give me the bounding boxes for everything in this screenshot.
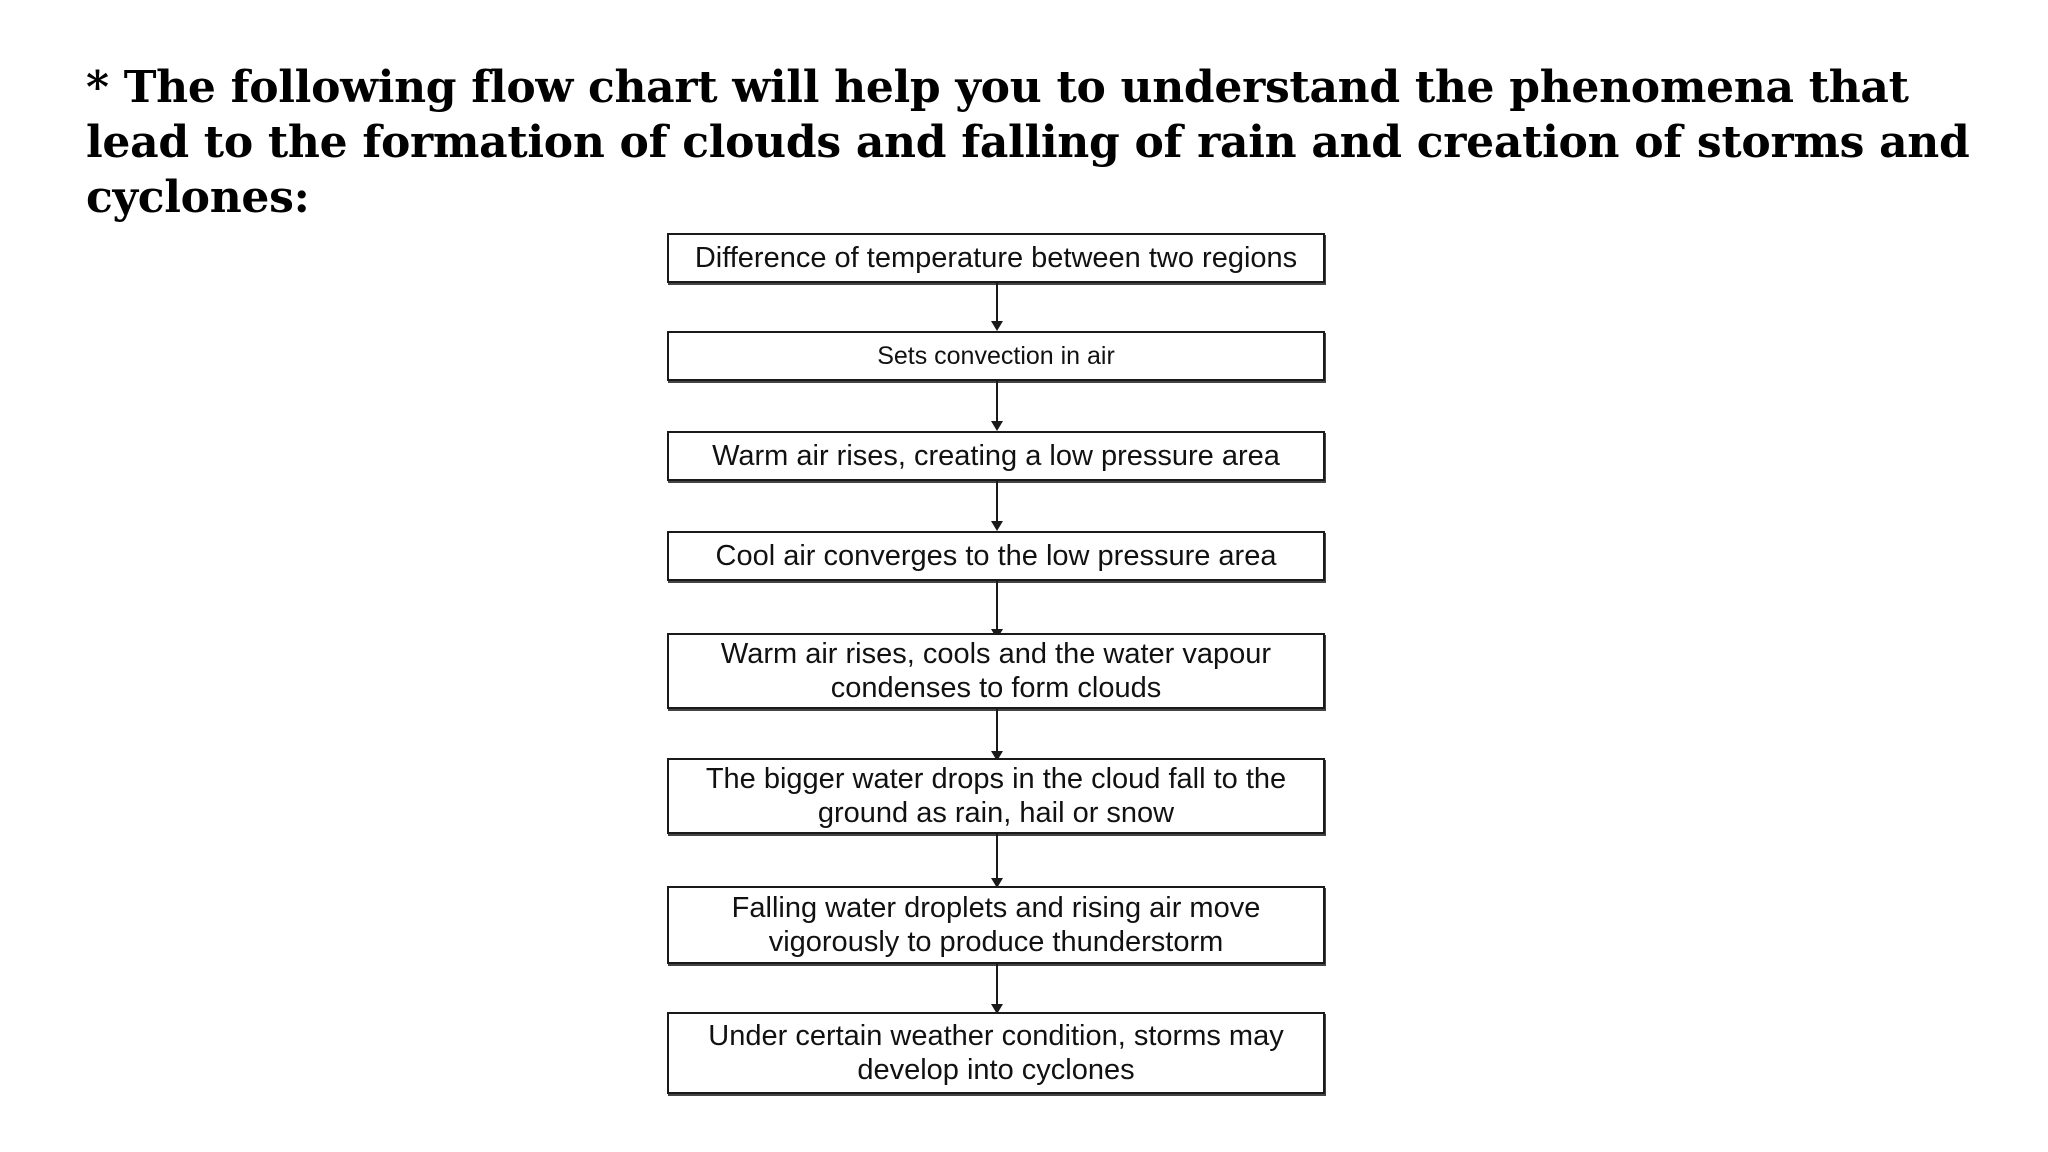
flow-arrowhead-6 bbox=[991, 878, 1003, 888]
flow-arrow-5 bbox=[996, 709, 998, 753]
flow-arrowhead-2 bbox=[991, 421, 1003, 431]
flow-arrowhead-7 bbox=[991, 1004, 1003, 1014]
flow-arrow-1 bbox=[996, 283, 998, 321]
flow-step-thunderstorm: Falling water droplets and rising air mo… bbox=[667, 886, 1325, 964]
flow-arrow-3 bbox=[996, 481, 998, 521]
flow-arrow-6 bbox=[996, 834, 998, 879]
flow-step-cloud-formation: Warm air rises, cools and the water vapo… bbox=[667, 633, 1325, 709]
flow-step-temperature-difference: Difference of temperature between two re… bbox=[667, 233, 1325, 283]
flow-arrowhead-3 bbox=[991, 521, 1003, 531]
flow-step-convection: Sets convection in air bbox=[667, 331, 1325, 381]
flow-arrow-4 bbox=[996, 581, 998, 629]
flow-step-low-pressure-area: Warm air rises, creating a low pressure … bbox=[667, 431, 1325, 481]
flow-step-rain-hail-snow: The bigger water drops in the cloud fall… bbox=[667, 758, 1325, 834]
flow-arrow-2 bbox=[996, 381, 998, 421]
flow-step-cyclones: Under certain weather condition, storms … bbox=[667, 1012, 1325, 1094]
slide-heading: * The following flow chart will help you… bbox=[86, 62, 1970, 223]
flow-arrowhead-1 bbox=[991, 321, 1003, 331]
flow-arrow-7 bbox=[996, 964, 998, 1006]
flow-arrowhead-5 bbox=[991, 751, 1003, 761]
flow-step-cool-air-converges: Cool air converges to the low pressure a… bbox=[667, 531, 1325, 581]
